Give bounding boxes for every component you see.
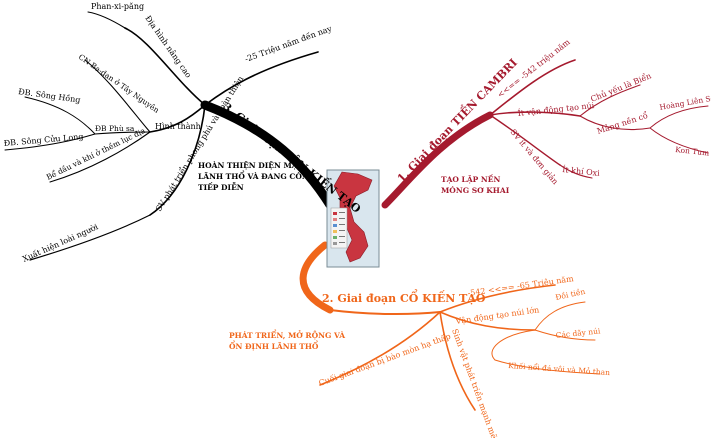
link-it-van-dong bbox=[489, 111, 581, 117]
link-age-black bbox=[204, 51, 319, 106]
link-xuat-hien bbox=[29, 214, 151, 261]
node-db-phu-sa: ĐB Phù sa bbox=[95, 124, 135, 133]
link-age-red bbox=[489, 59, 576, 116]
center-map bbox=[326, 169, 380, 268]
title-tien-cambri: 1. Giai đoạn TIỀN CAMBRI bbox=[393, 55, 520, 185]
node-kon-tum: Kon Tum bbox=[675, 145, 710, 158]
branch-tan-kien-tao bbox=[4, 11, 335, 261]
link-cn-badan bbox=[84, 59, 151, 133]
node-khoi-noi: Khối nổi đá vôi và Mỏ than bbox=[508, 361, 611, 377]
main-branch-orange bbox=[299, 241, 334, 314]
link-be-dau bbox=[49, 131, 151, 183]
branch-co-kien-tao bbox=[299, 241, 601, 411]
link-khoi-noi bbox=[491, 329, 601, 375]
node-it-khi-oxi: Ít khí Oxi bbox=[562, 165, 601, 178]
link-sv-phat-trien bbox=[149, 104, 206, 216]
svg-text:TẠO LẬP NỀN: TẠO LẬP NỀN bbox=[441, 174, 500, 184]
link-db-phu-sa bbox=[94, 131, 151, 135]
branch-tien-cambri bbox=[381, 59, 709, 209]
node-sinh-vat: Sinh vật phát triển mạnh mẽ bbox=[450, 328, 498, 438]
main-branch-black bbox=[200, 100, 335, 210]
node-mang-nen-co: Mảng nền cổ bbox=[596, 111, 649, 136]
link-van-dong bbox=[439, 311, 536, 331]
svg-text:ỔN ĐỊNH LÃNH THỔ: ỔN ĐỊNH LÃNH THỔ bbox=[229, 340, 319, 351]
link-cac-day-nui bbox=[534, 329, 596, 341]
node-cn-badan: CN Ba-dan ở Tây Nguyên bbox=[77, 52, 161, 115]
link-sv-it bbox=[489, 114, 561, 166]
node-sv-phat-trien: SV phát triển phong phú và hoàn thiện bbox=[154, 74, 245, 213]
svg-text:MÓNG SƠ KHAI: MÓNG SƠ KHAI bbox=[441, 186, 510, 195]
link-mang-nen-co bbox=[579, 115, 651, 131]
link-phanxipang bbox=[87, 11, 126, 29]
map-legend bbox=[330, 207, 348, 249]
node-it-van-dong: Ít vận động tạo núi bbox=[517, 101, 595, 118]
node-doi-tien: Đồi tiền bbox=[555, 287, 587, 302]
link-age-orange bbox=[439, 284, 556, 313]
main-branch-red bbox=[381, 111, 494, 209]
node-van-dong: Vận động tạo núi lớn bbox=[454, 305, 540, 326]
node-age-black: -25 Triệu năm đến nay bbox=[244, 24, 334, 64]
note-orange: PHÁT TRIỂN, MỞ RỘNG VÀ ỔN ĐỊNH LÃNH THỔ bbox=[229, 329, 345, 351]
node-hinh-thanh: Hình thành bbox=[155, 122, 201, 131]
link-cuoi-giai-doan bbox=[319, 311, 441, 386]
title-tan-kien-tao: 3. Giai đoạn TÂN KIẾN TẠO bbox=[220, 99, 365, 217]
link-hoang-lien-son bbox=[649, 105, 709, 129]
link-db-song-hong bbox=[24, 96, 96, 135]
svg-text:PHÁT TRIỂN, MỞ RỘNG VÀ: PHÁT TRIỂN, MỞ RỘNG VÀ bbox=[229, 329, 345, 340]
link-hinh-thanh bbox=[149, 104, 206, 133]
link-chu-yeu bbox=[579, 84, 641, 117]
link-sinh-vat bbox=[439, 311, 476, 411]
svg-text:HOÀN THIỆN DIỆN MẠO: HOÀN THIỆN DIỆN MẠO bbox=[198, 161, 305, 170]
link-it-khi-oxi bbox=[559, 164, 593, 179]
node-cac-day-nui: Các dãy núi bbox=[555, 326, 601, 340]
node-db-song-hong: ĐB. Sông Hồng bbox=[18, 87, 81, 105]
link-doi-tien bbox=[534, 301, 586, 331]
note-black: HOÀN THIỆN DIỆN MẠO LÃNH THỔ VÀ ĐANG CÒN… bbox=[198, 161, 309, 192]
link-kon-tum bbox=[649, 127, 709, 154]
node-cuoi-giai-doan: Cuối giai đoạn bị bào mòn hạ thấp bbox=[318, 332, 452, 388]
svg-text:TIẾP DIỄN: TIẾP DIỄN bbox=[198, 182, 244, 192]
link-dia-hinh bbox=[124, 27, 206, 106]
node-xuat-hien: Xuất hiện loài người bbox=[21, 222, 100, 264]
svg-text:LÃNH THỔ VÀ ĐANG CÒN: LÃNH THỔ VÀ ĐANG CÒN bbox=[198, 170, 309, 181]
link-center-orange bbox=[329, 309, 441, 316]
node-phanxipang: Phan-xi-păng bbox=[91, 2, 144, 11]
title-co-kien-tao: 2. Giai đoạn CỔ KIẾN TẠO bbox=[322, 289, 486, 305]
node-dia-hinh: Địa hình nâng cao bbox=[143, 14, 193, 80]
node-chu-yeu: Chủ yếu là Biển bbox=[589, 71, 652, 104]
link-db-cuu-long bbox=[4, 133, 96, 151]
node-hoang-lien-son: Hoàng Liên Sơn bbox=[659, 92, 711, 111]
node-sv-it: SV ít và đơn giản bbox=[508, 128, 559, 187]
note-red: TẠO LẬP NỀN MÓNG SƠ KHAI bbox=[441, 174, 510, 195]
